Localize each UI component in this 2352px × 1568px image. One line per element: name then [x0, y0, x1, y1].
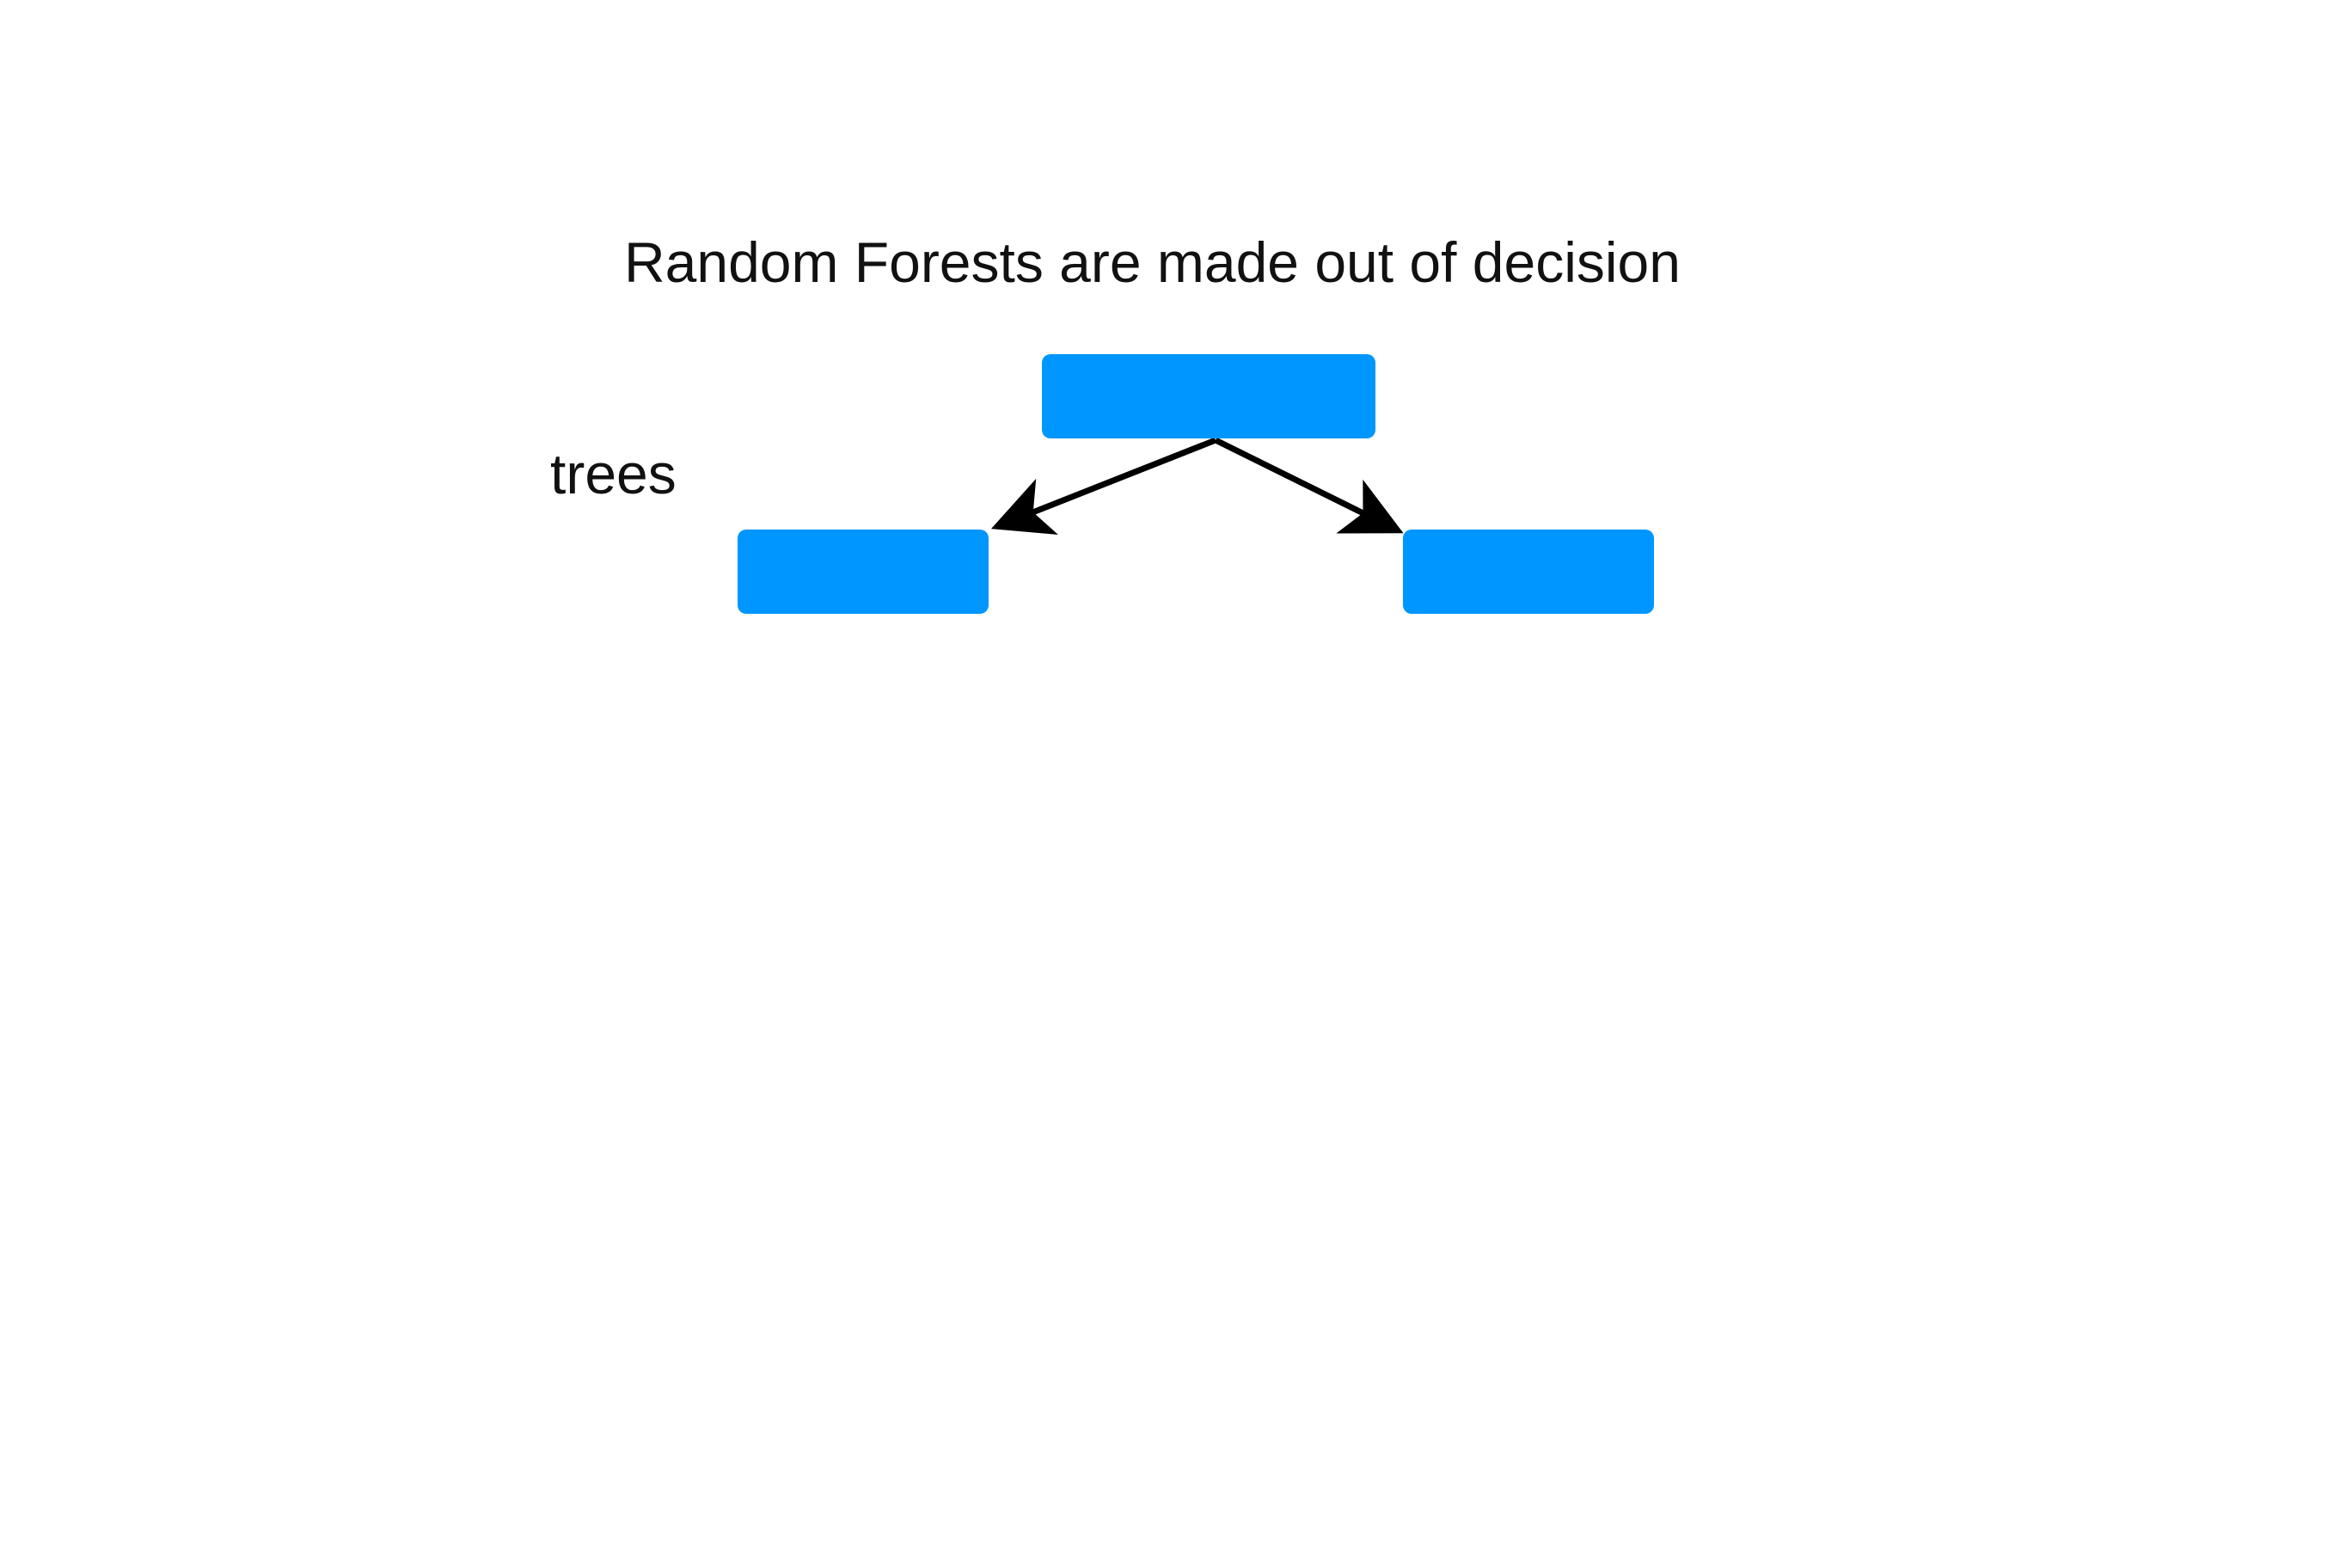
decision-node-root	[1042, 354, 1375, 438]
caption-line-2: trees	[550, 442, 677, 505]
decision-node-left-child	[738, 530, 989, 614]
edge-root-to-right	[1214, 437, 1404, 534]
decision-node-right-child	[1403, 530, 1654, 614]
edge-root-to-left	[990, 437, 1217, 535]
caption-line-1: Random Forests are made out of decision	[624, 230, 1681, 294]
slide-caption: Random Forests are made out of decision …	[550, 86, 1771, 650]
